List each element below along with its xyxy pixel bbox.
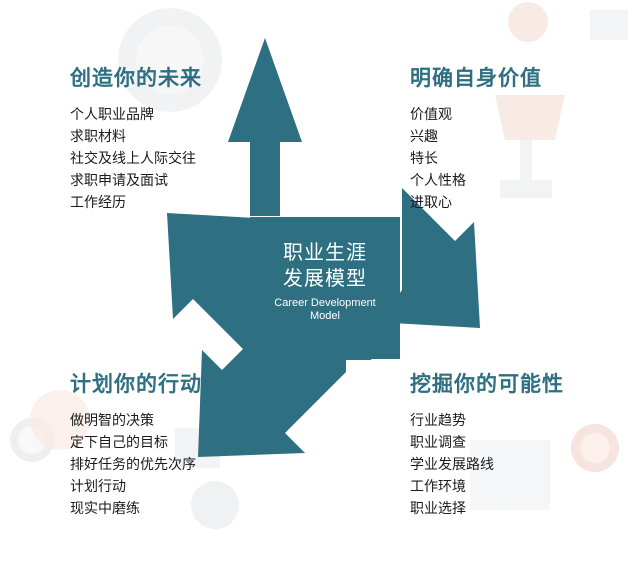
center-title-box: 职业生涯 发展模型 Career Development Model: [250, 217, 400, 359]
list-item: 做明智的决策: [70, 413, 154, 429]
quadrant-create-future: 创造你的未来 个人职业品牌 求职材料 社交及线上人际交往 求职申请及面试 工作经…: [70, 66, 202, 214]
center-subtitle-line-1: Career Development: [274, 297, 376, 309]
list-item: 价值观: [410, 107, 452, 123]
globe-small-decoration-icon: [191, 481, 239, 529]
center-title-line-1: 职业生涯: [283, 240, 367, 264]
list-item: 工作经历: [70, 195, 126, 211]
arrow-up-left-icon: [167, 213, 273, 356]
newspaper-decoration-icon: [470, 440, 550, 510]
arrow-down-right-icon: [374, 188, 480, 328]
list-item: 进取心: [410, 195, 452, 211]
quadrant-define-values: 明确自身价值 价值观 兴趣 特长 个人性格 进取心: [410, 66, 542, 214]
list-item: 现实中磨练: [70, 501, 140, 517]
list-item: 特长: [410, 151, 438, 167]
quadrant-item-list: 个人职业品牌 求职材料 社交及线上人际交往 求职申请及面试 工作经历: [70, 104, 202, 214]
list-item: 行业趋势: [410, 413, 466, 429]
quadrant-heading: 挖掘你的可能性: [410, 372, 564, 396]
trophy-decoration-icon: [495, 95, 565, 140]
quadrant-item-list: 价值观 兴趣 特长 个人性格 进取心: [410, 104, 542, 214]
list-item: 社交及线上人际交往: [70, 151, 196, 167]
center-subtitle-line-2: Model: [310, 310, 340, 322]
list-item: 工作环境: [410, 479, 466, 495]
list-item: 学业发展路线: [410, 457, 494, 473]
quadrant-heading: 明确自身价值: [410, 66, 542, 90]
background-decoration: [10, 2, 628, 529]
quadrant-plan-actions: 计划你的行动 做明智的决策 定下自己的目标 排好任务的优先次序 计划行动 现实中…: [70, 372, 202, 520]
list-item: 个人职业品牌: [70, 107, 154, 123]
quadrant-explore-possibilities: 挖掘你的可能性 行业趋势 职业调查 学业发展路线 工作环境 职业选择: [410, 372, 564, 520]
quadrant-item-list: 做明智的决策 定下自己的目标 排好任务的优先次序 计划行动 现实中磨练: [70, 410, 202, 520]
list-item: 定下自己的目标: [70, 435, 168, 451]
list-item: 职业调查: [410, 435, 466, 451]
list-item: 求职材料: [70, 129, 126, 145]
quadrant-item-list: 行业趋势 职业调查 学业发展路线 工作环境 职业选择: [410, 410, 564, 520]
list-item: 个人性格: [410, 173, 466, 189]
list-item: 计划行动: [70, 479, 126, 495]
quadrant-heading: 计划你的行动: [70, 372, 202, 396]
quadrant-heading: 创造你的未来: [70, 66, 202, 90]
list-item: 求职申请及面试: [70, 173, 168, 189]
list-item: 职业选择: [410, 501, 466, 517]
arrow-up-icon: [228, 38, 302, 216]
badge-decoration-icon: [508, 2, 548, 42]
center-title-line-2: 发展模型: [283, 266, 367, 290]
list-item: 兴趣: [410, 129, 438, 145]
list-item: 排好任务的优先次序: [70, 457, 196, 473]
